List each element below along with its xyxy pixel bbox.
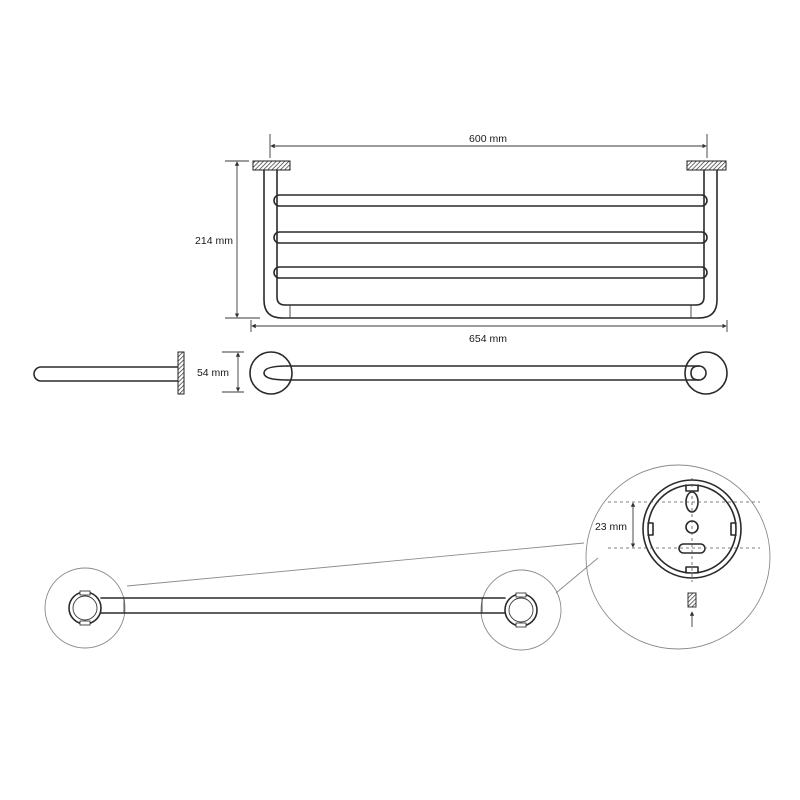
left-mount-circle: [44, 567, 126, 649]
left-wall-plate: [252, 160, 291, 171]
dimension-width-overall: 654 mm: [469, 333, 507, 345]
dimension-height: 214 mm: [195, 235, 233, 247]
side-view: 54 mm: [33, 351, 244, 395]
rack-bar-3: [273, 266, 708, 279]
rack-bar-2: [273, 231, 708, 244]
mounting-view: [44, 542, 599, 651]
right-mount-circle: [480, 569, 562, 651]
detail-zoom: 23 mm: [585, 464, 771, 650]
side-wall-plate: [177, 351, 185, 395]
right-bracket: [698, 169, 718, 319]
screw-icon: [687, 592, 697, 608]
left-bracket: [263, 169, 283, 319]
detail-zoom-circle: [585, 464, 771, 650]
top-right-base: [684, 351, 728, 395]
top-left-base: [249, 351, 293, 395]
front-view: 600 mm 214 mm 654 mm: [195, 133, 728, 345]
rack-bar-1: [273, 194, 708, 207]
right-wall-plate: [686, 160, 727, 171]
top-view: [249, 351, 728, 395]
dimension-hole-spacing: 23 mm: [595, 521, 627, 533]
dimension-width-inner: 600 mm: [469, 133, 507, 145]
dimension-depth: 54 mm: [197, 367, 229, 379]
